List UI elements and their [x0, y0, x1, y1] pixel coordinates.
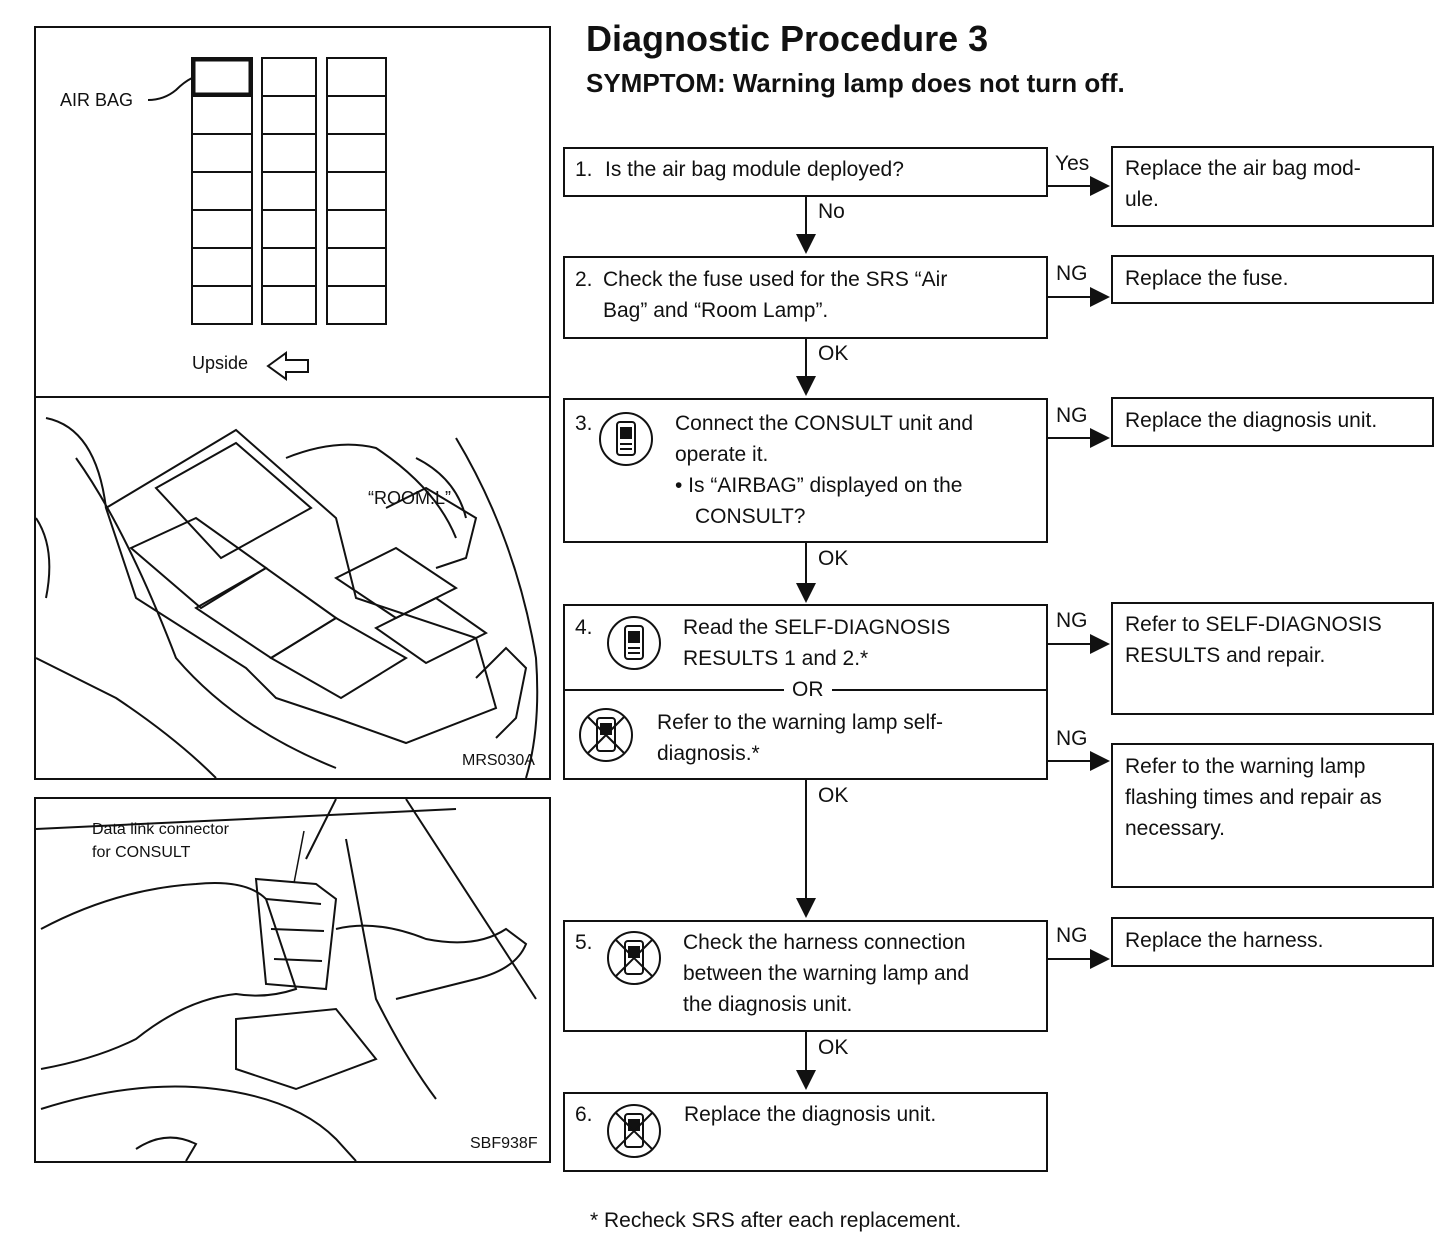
step-4-alt-line2: diagnosis.* [657, 742, 760, 765]
upside-label: Upside [192, 353, 249, 373]
edge-label-yes: Yes [1055, 152, 1090, 175]
step-6-number: 6. [575, 1103, 593, 1126]
result-1-line1: Replace the air bag mod- [1125, 157, 1361, 180]
step-1-number: 1. [575, 158, 593, 181]
step-6-text: Replace the diagnosis unit. [684, 1103, 937, 1126]
fuse-box-illustration: “ROOM.L” MRS030A [34, 396, 551, 780]
result-replace-diagnosis-unit: Replace the diagnosis unit. [1111, 397, 1434, 447]
edge-label-ok-2: OK [818, 342, 849, 365]
connector-drawing [35, 798, 537, 1162]
airbag-fuse-label: AIR BAG [60, 90, 134, 110]
step-2-text-line2: Bag” and “Room Lamp”. [603, 299, 829, 322]
figure-code-sbf938f: SBF938F [470, 1135, 538, 1152]
edge-label-no: No [818, 200, 845, 223]
step-5-text-line3: the diagnosis unit. [683, 993, 853, 1016]
result-5-line3: necessary. [1125, 817, 1225, 840]
edge-label-ng-2: NG [1056, 262, 1088, 285]
symptom-subtitle: SYMPTOM: Warning lamp does not turn off. [586, 68, 1125, 98]
edge-label-ng-3: NG [1056, 404, 1088, 427]
step-3-bullet: • Is “AIRBAG” displayed on the [675, 474, 963, 497]
step-2-number: 2. [575, 268, 593, 291]
result-2-line1: Replace the fuse. [1125, 267, 1289, 290]
figure-code-mrs030a: MRS030A [462, 752, 535, 769]
edge-label-ng-4a: NG [1056, 609, 1088, 632]
fuse-layout-figure: AIR BAG Upside [34, 26, 551, 398]
no-consult-icon [607, 1104, 661, 1158]
edge-label-ok-3: OK [818, 547, 849, 570]
fuse-block-diagram [147, 57, 387, 381]
result-1-line2: ule. [1125, 188, 1159, 211]
result-replace-harness: Replace the harness. [1111, 917, 1434, 967]
edge-label-ng-4b: NG [1056, 727, 1088, 750]
step-3-box: 3. Connect the CONSULT unit and operate … [563, 398, 1048, 543]
step-5-text-line2: between the warning lamp and [683, 962, 970, 985]
consult-unit-icon [607, 616, 661, 670]
edge-label-ok-4: OK [818, 784, 849, 807]
result-refer-warning-lamp: Refer to the warning lamp flashing times… [1111, 743, 1434, 888]
or-label: OR [784, 674, 832, 705]
result-4-line1: Refer to SELF-DIAGNOSIS [1125, 613, 1382, 636]
step-3-number: 3. [575, 412, 593, 435]
result-5-line2: flashing times and repair as [1125, 786, 1382, 809]
step-2-text-line1: Check the fuse used for the SRS “Air [603, 268, 948, 291]
step-4-text-line2: RESULTS 1 and 2.* [683, 647, 869, 670]
data-link-connector-illustration: Data link connector for CONSULT SBF938F [34, 797, 551, 1163]
step-4-box: 4. Read the SELF-DIAGNOSIS RESULTS 1 and… [563, 604, 1048, 780]
step-4-alt-line1: Refer to the warning lamp self- [657, 711, 943, 734]
step-6-box: 6. Replace the diagnosis unit. [563, 1092, 1048, 1172]
step-1-box: 1. Is the air bag module deployed? [563, 147, 1048, 197]
step-5-box: 5. Check the harness connection between … [563, 920, 1048, 1032]
consult-unit-icon [599, 412, 653, 466]
step-5-text-line1: Check the harness connection [683, 931, 966, 954]
step-4-text-line1: Read the SELF-DIAGNOSIS [683, 616, 951, 639]
step-3-bullet-cont: CONSULT? [695, 505, 806, 528]
step-1-text: Is the air bag module deployed? [605, 158, 904, 181]
result-5-line1: Refer to the warning lamp [1125, 755, 1366, 778]
footnote: * Recheck SRS after each replacement. [590, 1209, 962, 1232]
step-4-number: 4. [575, 616, 593, 639]
result-replace-fuse: Replace the fuse. [1111, 255, 1434, 304]
fuse-box-drawing [35, 417, 539, 779]
step-2-box: 2. Check the fuse used for the SRS “Air … [563, 256, 1048, 339]
no-consult-icon [607, 931, 661, 985]
result-4-line2: RESULTS and repair. [1125, 644, 1326, 667]
room-lamp-fuse-label: “ROOM.L” [368, 488, 451, 508]
no-consult-icon [579, 708, 633, 762]
hollow-left-arrow-icon [266, 351, 309, 381]
step-3-text-line1: Connect the CONSULT unit and [675, 412, 974, 435]
result-3-line1: Replace the diagnosis unit. [1125, 409, 1378, 432]
result-refer-self-diagnosis: Refer to SELF-DIAGNOSIS RESULTS and repa… [1111, 602, 1434, 715]
edge-label-ng-5: NG [1056, 924, 1088, 947]
step-3-text-line2: operate it. [675, 443, 769, 466]
page-title: Diagnostic Procedure 3 [586, 18, 989, 59]
connector-label-line1: Data link connector [92, 821, 229, 838]
result-replace-airbag-module: Replace the air bag mod- ule. [1111, 146, 1434, 227]
connector-label-line2: for CONSULT [92, 844, 191, 861]
edge-label-ok-5: OK [818, 1036, 849, 1059]
result-6-line1: Replace the harness. [1125, 929, 1324, 952]
step-5-number: 5. [575, 931, 593, 954]
